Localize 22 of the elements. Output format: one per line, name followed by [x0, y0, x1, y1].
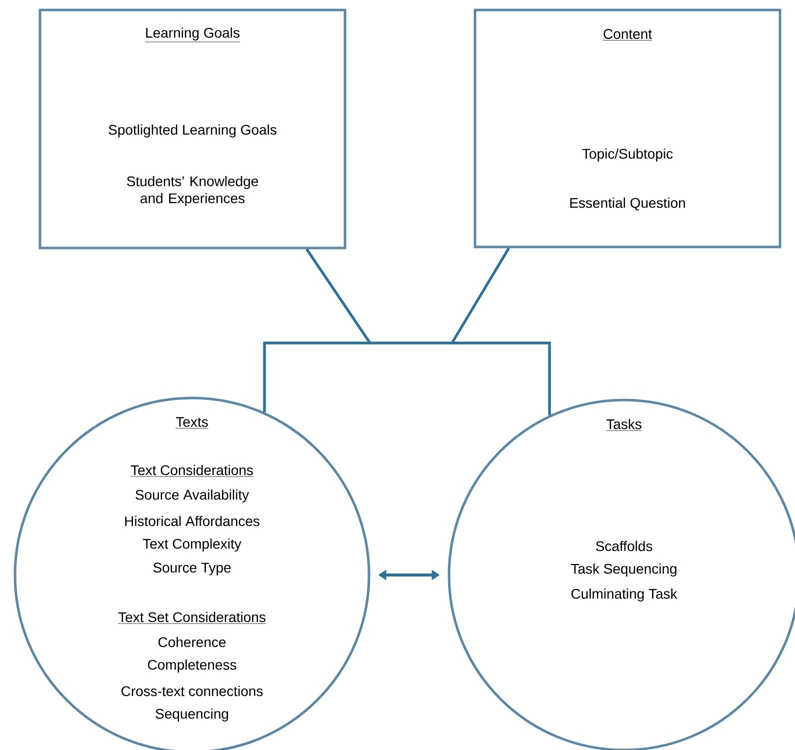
connector-line: [450, 248, 551, 416]
heading: Texts: [175, 417, 209, 428]
label-text: Topic/Subtopic: [582, 148, 673, 162]
label-text: Source Availability: [136, 489, 250, 503]
label-text: Culminating Task: [571, 588, 678, 602]
heading: Content: [602, 29, 652, 41]
heading: Tasks: [606, 418, 642, 431]
label-text: Essential Question: [570, 198, 685, 210]
heading: Text Considerations: [130, 464, 254, 477]
label-text: Cross-text connections: [122, 686, 263, 696]
label-text: Text Complexity: [142, 538, 242, 552]
heading: Text Set Considerations: [118, 612, 266, 624]
heading: Learning Goals: [144, 27, 240, 42]
label-text: Historical Affordances: [125, 516, 260, 526]
label-text: Scaffolds: [596, 540, 652, 552]
label-text: Students’ Knowledge and Experiences: [127, 176, 258, 206]
label-text: Completeness: [148, 659, 236, 673]
label-text: Task Sequencing: [571, 563, 676, 577]
label-text: Source Type: [153, 562, 231, 576]
label-text: Coherence: [158, 636, 226, 648]
label-text: Spotlighted Learning Goals: [108, 124, 276, 138]
label-text: Sequencing: [156, 708, 228, 722]
